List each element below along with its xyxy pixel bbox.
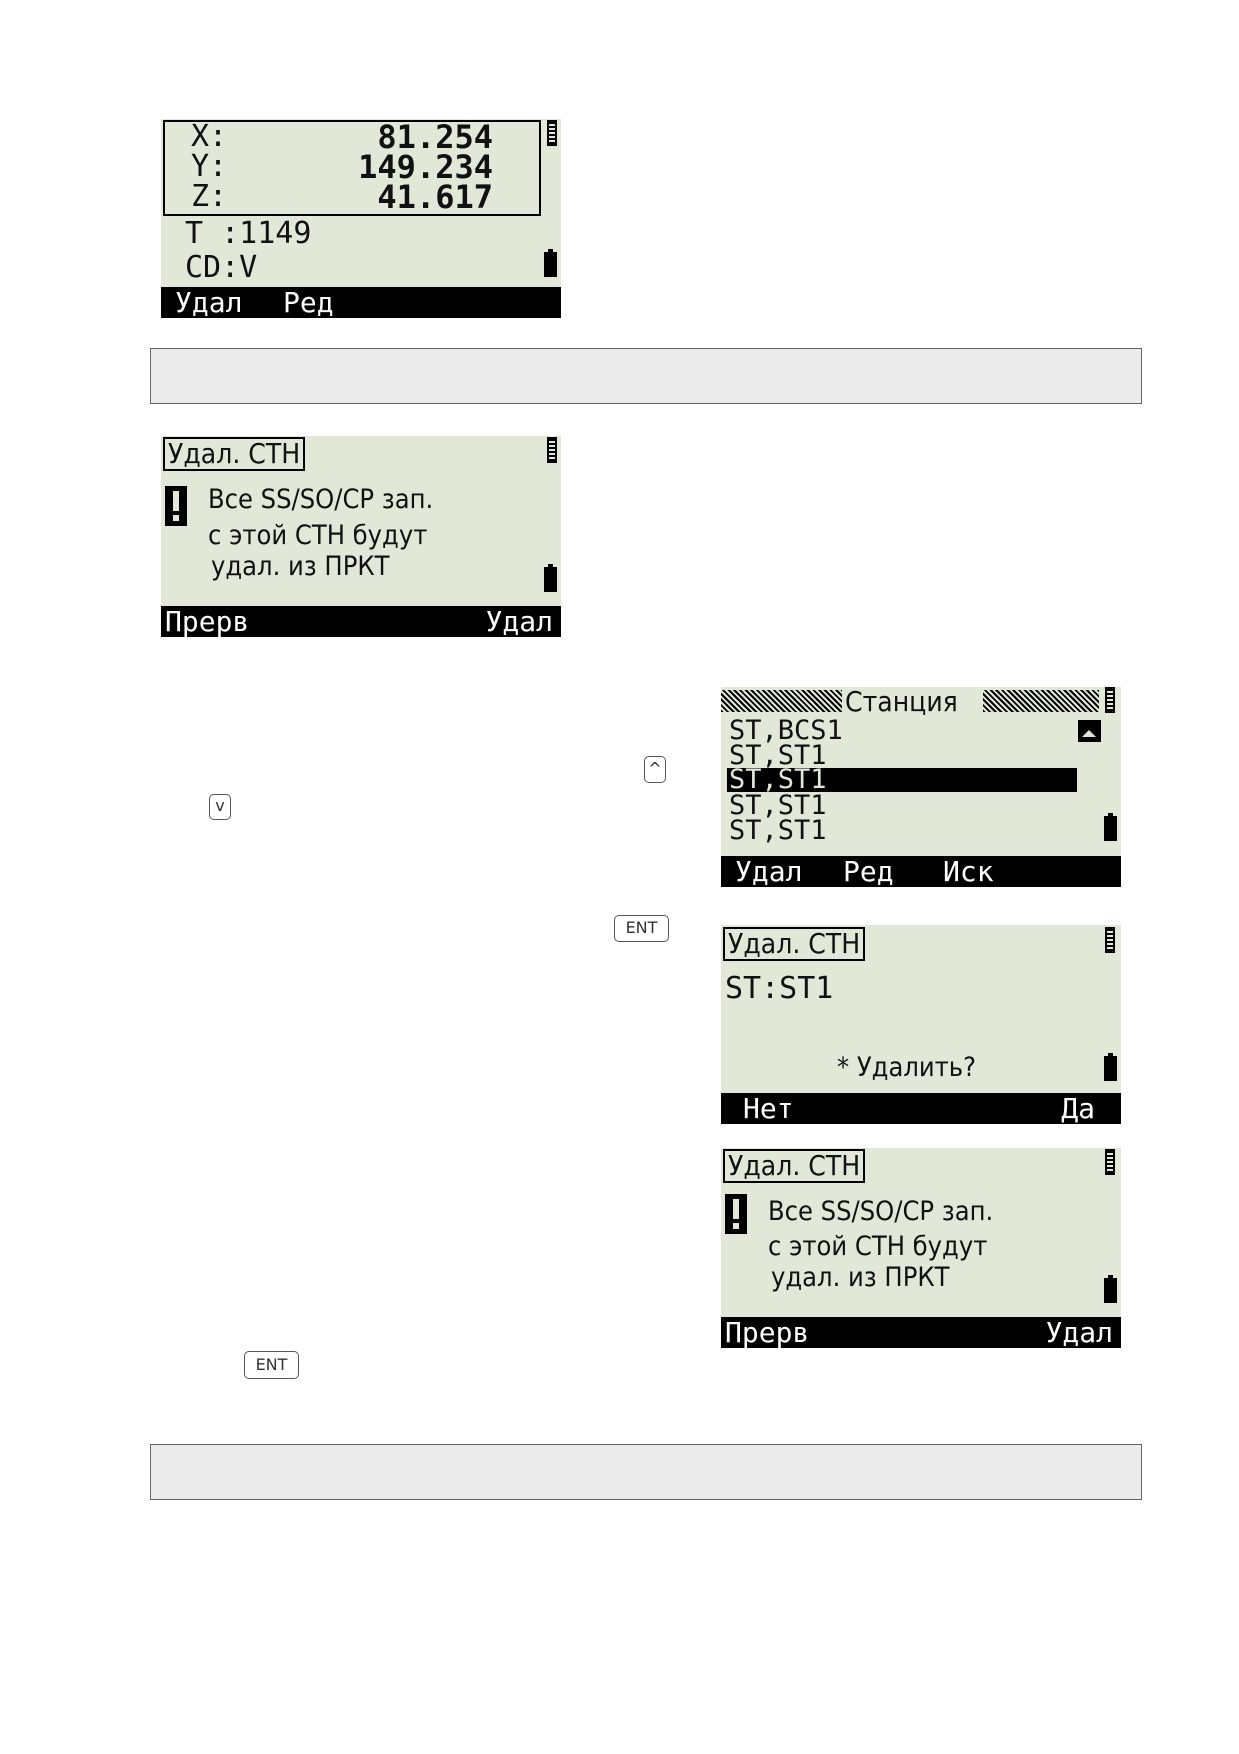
target-height-line: T :1149 — [185, 216, 312, 251]
station-row-selected[interactable]: ST,ST1 — [727, 764, 1077, 795]
coord-value-y: 149.234 — [358, 148, 493, 186]
warning-line-2: с этой СТН будут — [768, 1231, 988, 1262]
softkey-bar: Удал Ред Иск — [721, 856, 1121, 887]
warning-icon — [165, 486, 187, 526]
station-row[interactable]: ST,ST1 — [729, 740, 1074, 771]
softkey-yes[interactable]: Да — [1061, 1092, 1095, 1124]
delete-warning-screen: Удал. СТН Все SS/SO/CP зап. с этой СТН б… — [161, 436, 561, 637]
station-row-label: ST,BCS1 — [729, 715, 843, 746]
softkey-search[interactable]: Иск — [943, 855, 994, 887]
station-list-screen: Станция ST,BCS1 ST,ST1 ST,ST1 ST,ST1 ST,… — [721, 687, 1121, 887]
softkey-edit[interactable]: Ред — [843, 855, 894, 887]
scroll-up-icon — [1078, 720, 1101, 742]
warning-line-1: Все SS/SO/CP зап. — [208, 484, 434, 515]
signal-icon — [547, 437, 557, 463]
softkey-cancel[interactable]: Прерв — [725, 1316, 810, 1348]
screen-title: Станция — [845, 687, 958, 718]
coordinate-box — [163, 120, 541, 216]
warning-icon — [725, 1194, 747, 1234]
coord-label-z: Z: — [191, 179, 228, 214]
code-line: CD:V — [185, 250, 258, 285]
up-arrow-key-icon: ^ — [644, 756, 666, 783]
softkey-bar: Прерв Удал — [721, 1317, 1121, 1348]
softkey-bar: Нет Да — [721, 1093, 1121, 1124]
note-box — [150, 1444, 1142, 1500]
station-row-label: ST,ST1 — [729, 740, 827, 771]
coord-value-z: 41.617 — [377, 178, 493, 216]
battery-icon — [544, 249, 557, 277]
screen-title: Удал. СТН — [723, 927, 866, 961]
signal-icon — [1105, 687, 1115, 713]
coordinate-screen: X: 81.254 Y: 149.234 Z: 41.617 T :1149 C… — [161, 119, 561, 318]
softkey-delete[interactable]: Удал — [175, 286, 243, 318]
battery-icon — [1104, 1275, 1117, 1303]
coord-label-y: Y: — [191, 149, 228, 184]
station-row-label: ST,ST1 — [729, 790, 827, 821]
station-label: ST:ST1 — [725, 971, 834, 1006]
station-row-label: ST,ST1 — [729, 764, 827, 795]
screen-title: Удал. СТН — [163, 437, 306, 471]
softkey-bar: Удал Ред — [161, 287, 561, 318]
station-row[interactable]: ST,ST1 — [729, 815, 1074, 846]
station-row[interactable]: ST,BCS1 — [729, 715, 1074, 746]
coord-label-x: X: — [191, 119, 228, 154]
title-fill-left — [721, 690, 842, 712]
warning-line-1: Все SS/SO/CP зап. — [768, 1196, 994, 1227]
station-row[interactable]: ST,ST1 — [729, 790, 1074, 821]
softkey-cancel[interactable]: Прерв — [165, 605, 250, 637]
signal-icon — [1105, 927, 1115, 953]
softkey-delete[interactable]: Удал — [485, 605, 553, 637]
battery-icon — [1104, 813, 1117, 841]
warning-line-3: удал. из ПРКТ — [211, 551, 390, 582]
softkey-delete[interactable]: Удал — [1045, 1316, 1113, 1348]
warning-line-2: с этой СТН будут — [208, 520, 428, 551]
note-box — [150, 348, 1142, 404]
title-fill-right — [983, 690, 1099, 712]
softkey-bar: Прерв Удал — [161, 606, 561, 637]
battery-icon — [1104, 1053, 1117, 1081]
coord-value-x: 81.254 — [377, 119, 493, 156]
down-arrow-key-icon: v — [209, 794, 231, 820]
delete-prompt: * Удалить? — [837, 1052, 977, 1083]
confirm-delete-screen: Удал. СТН ST:ST1 * Удалить? Нет Да — [721, 925, 1121, 1124]
softkey-delete[interactable]: Удал — [735, 855, 803, 887]
screen-title: Удал. СТН — [723, 1149, 866, 1183]
softkey-edit[interactable]: Ред — [283, 286, 334, 318]
enter-key-icon: ENT — [244, 1351, 299, 1379]
warning-line-3: удал. из ПРКТ — [771, 1262, 950, 1293]
battery-icon — [544, 564, 557, 592]
softkey-no[interactable]: Нет — [743, 1092, 794, 1124]
delete-warning-screen-2: Удал. СТН Все SS/SO/CP зап. с этой СТН б… — [721, 1148, 1121, 1348]
signal-icon — [1105, 1149, 1115, 1175]
station-row-label: ST,ST1 — [729, 815, 827, 846]
enter-key-icon: ENT — [614, 915, 669, 942]
signal-icon — [547, 120, 557, 146]
